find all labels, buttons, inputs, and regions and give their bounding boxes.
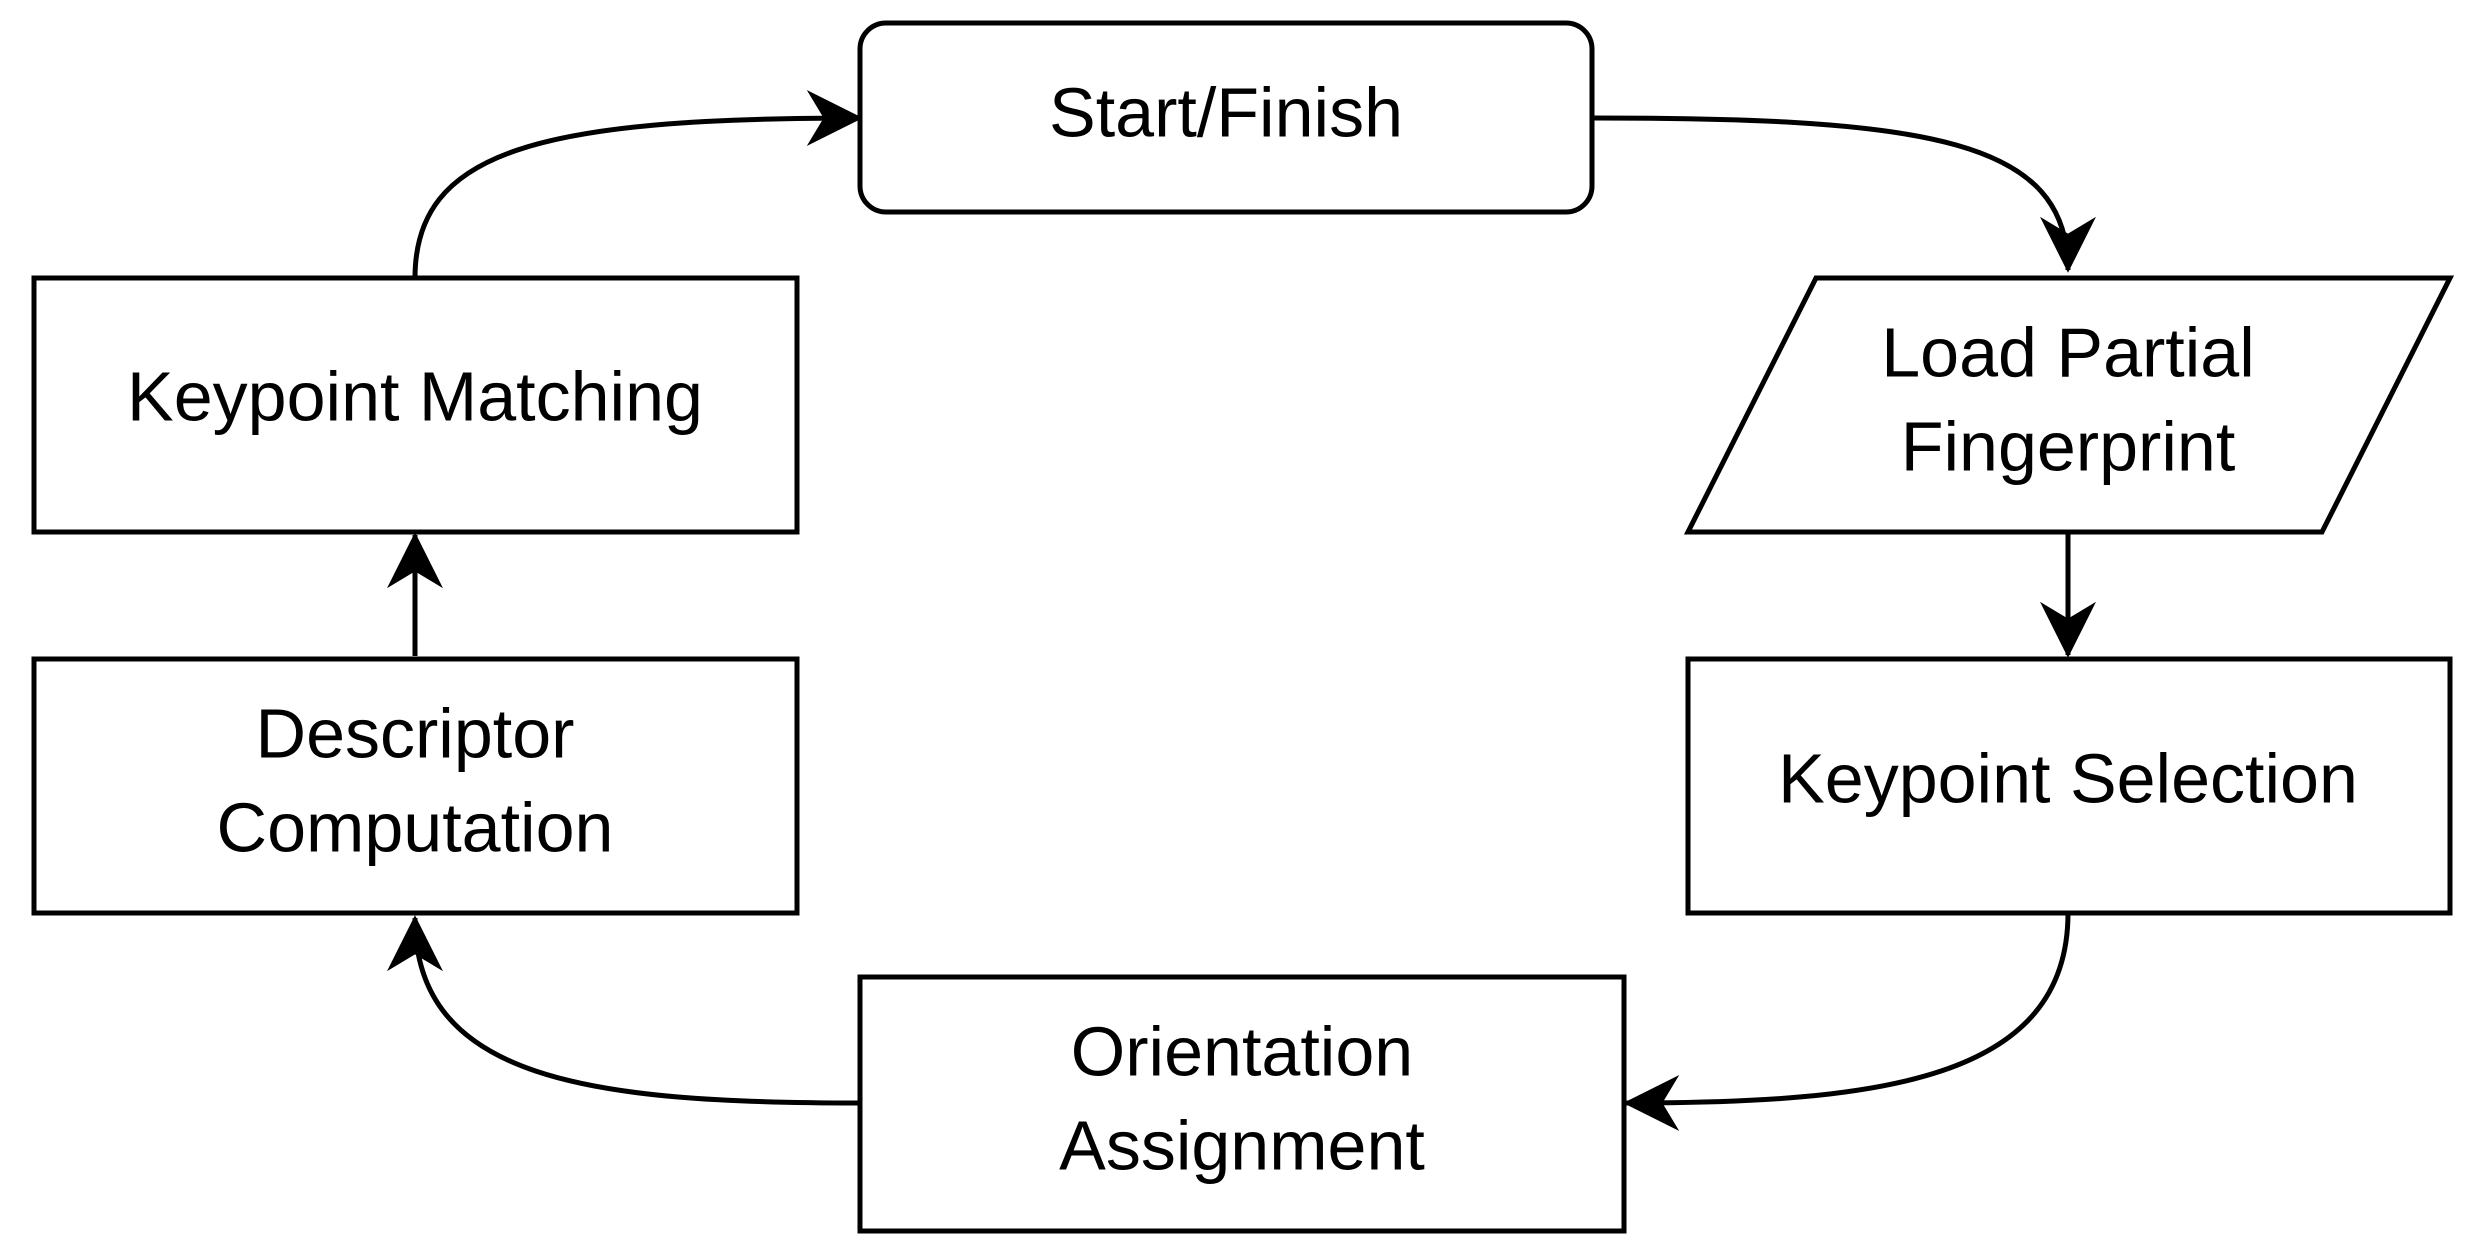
node-label-line-1: Orientation: [1071, 1012, 1413, 1090]
arrow-match-to-start: [412, 90, 863, 279]
arrow-select-to-orient: [1623, 912, 2071, 1131]
node-load-partial-fingerprint: Load Partial Fingerprint: [1683, 275, 2455, 535]
node-descriptor-computation: Descriptor Computation: [31, 656, 800, 916]
input-parallelogram-shape: [1683, 275, 2455, 535]
node-label: Keypoint Matching: [127, 357, 703, 435]
terminator-shape: [857, 20, 1595, 215]
node-label-line-1: Descriptor: [256, 694, 575, 772]
process-shape: [857, 974, 1627, 1234]
connectors: [387, 90, 2096, 1131]
node-orientation-assignment: Orientation Assignment: [857, 974, 1627, 1234]
node-label-line-2: Computation: [217, 788, 614, 866]
node-start-finish: Start/Finish: [857, 20, 1595, 215]
node-label: Keypoint Selection: [1778, 739, 2358, 817]
arrow-orient-to-descriptor: [387, 915, 861, 1106]
process-shape: [1685, 656, 2453, 916]
node-label: Start/Finish: [1049, 73, 1403, 151]
node-label-line-1: Load Partial: [1881, 313, 2255, 391]
node-label-line-2: Assignment: [1059, 1106, 1425, 1184]
node-keypoint-selection: Keypoint Selection: [1685, 656, 2453, 916]
arrow-start-to-load: [1593, 115, 2096, 273]
node-keypoint-matching: Keypoint Matching: [31, 275, 800, 535]
process-shape: [31, 275, 800, 535]
process-shape: [31, 656, 800, 916]
node-label-line-2: Fingerprint: [1901, 407, 2236, 485]
